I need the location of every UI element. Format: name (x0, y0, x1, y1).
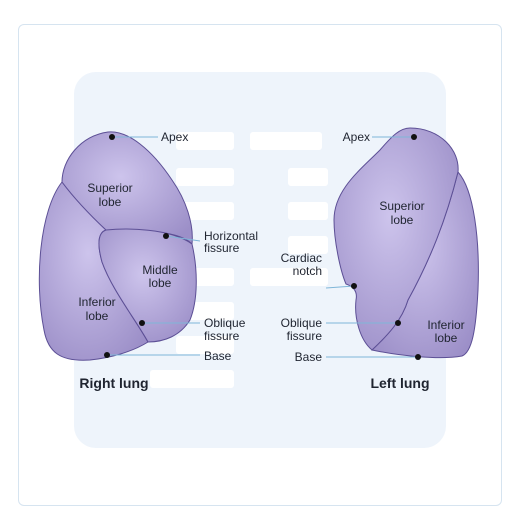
background-panel (74, 72, 446, 448)
right-oblique-fissure-label: Oblique (204, 316, 246, 330)
cardiac-notch-dot (351, 283, 357, 289)
horizontal-fissure-label-2: fissure (204, 241, 240, 255)
left-base-label: Base (295, 350, 323, 364)
left-inferior-lobe-label: Inferior (427, 318, 464, 332)
left-superior-lobe-label: Superior (379, 199, 424, 213)
right-base-label: Base (204, 349, 232, 363)
cardiac-notch-label: Cardiac (281, 251, 322, 265)
left-superior-lobe (333, 127, 459, 351)
left-lung-title: Left lung (370, 375, 429, 391)
left-lung (333, 127, 479, 359)
right-oblique-fissure-dot (139, 320, 145, 326)
right-apex-dot (109, 134, 115, 140)
right-apex-label: Apex (161, 130, 188, 144)
right-superior-lobe-label: Superior (87, 181, 132, 195)
left-base-dot (415, 354, 421, 360)
right-inferior-lobe-label-2: lobe (86, 309, 109, 323)
left-oblique-fissure-label-2: fissure (287, 329, 323, 343)
horizontal-fissure-label: Horizontal (204, 229, 258, 243)
left-superior-lobe-label-2: lobe (391, 213, 414, 227)
middle-lobe-label-2: lobe (149, 276, 172, 290)
left-oblique-fissure-label: Oblique (281, 316, 323, 330)
right-middle-lobe (98, 228, 197, 343)
right-base-dot (104, 352, 110, 358)
left-oblique-fissure-dot (395, 320, 401, 326)
right-superior-lobe-label-2: lobe (99, 195, 122, 209)
leader-lines (107, 136, 418, 358)
left-inferior-lobe-label-2: lobe (435, 331, 458, 345)
right-lung (38, 131, 197, 361)
right-lung-title: Right lung (79, 375, 148, 391)
cardiac-notch-label-2: notch (293, 264, 322, 278)
right-oblique-fissure-label-2: fissure (204, 329, 240, 343)
horizontal-fissure-dot (163, 233, 169, 239)
middle-lobe-label: Middle (142, 263, 178, 277)
left-apex-dot (411, 134, 417, 140)
right-inferior-lobe-label: Inferior (78, 295, 115, 309)
left-apex-label: Apex (343, 130, 370, 144)
placeholder-bars (150, 132, 328, 388)
marker-dots (104, 134, 421, 360)
